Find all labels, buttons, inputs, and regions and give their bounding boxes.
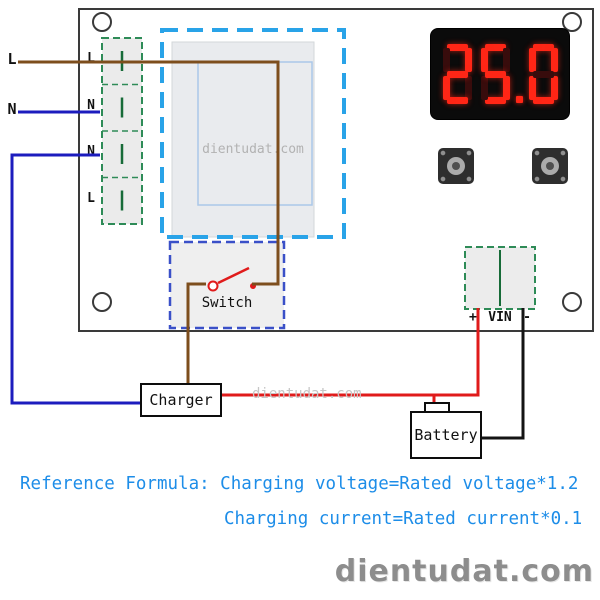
relay-watermark: dientudat.com (202, 142, 304, 157)
center-watermark: dientudat.com (252, 386, 362, 402)
terminal-label-n2: N (87, 144, 95, 159)
circuit-board: L N N L + VIN - Switch dientudat.com (78, 8, 594, 332)
charger-label: Charger (149, 391, 213, 409)
display-digit (480, 44, 510, 104)
button-plunger-icon (546, 162, 554, 170)
terminal-label-l1: L (87, 51, 95, 66)
push-button-right (532, 148, 568, 184)
battery-box: Battery (410, 411, 482, 459)
push-button-left (438, 148, 474, 184)
switch-dashed-box (168, 240, 286, 330)
formula-line-2: Charging current=Rated current*0.1 (224, 509, 583, 529)
vin-labels: + VIN - (465, 310, 535, 325)
mains-neutral-label: N (7, 100, 17, 118)
bottom-watermark: dientudat.com (334, 554, 594, 589)
button-plunger-icon (452, 162, 460, 170)
button-knob-icon (541, 157, 559, 175)
display-digit (528, 44, 558, 104)
display-decimal-point (515, 96, 523, 103)
vin-label: VIN (488, 310, 512, 325)
mains-live-label: L (7, 50, 17, 68)
vin-minus-label: - (523, 310, 531, 325)
vin-plus-label: + (469, 310, 477, 325)
battery-label: Battery (414, 426, 478, 444)
mounting-hole (562, 292, 582, 312)
button-knob-icon (447, 157, 465, 175)
switch-pivot-icon (207, 280, 219, 292)
terminal-label-n1: N (87, 97, 95, 113)
seven-segment-display (430, 28, 570, 120)
formula-line-1: Reference Formula: Charging voltage=Rate… (20, 474, 579, 494)
relay-body (171, 41, 315, 238)
mounting-hole (92, 292, 112, 312)
terminal-label-l2: L (87, 190, 95, 206)
mounting-hole (92, 12, 112, 32)
charger-box: Charger (140, 383, 222, 417)
display-digit (442, 44, 472, 104)
switch-contact-icon (250, 283, 256, 289)
mounting-hole (562, 12, 582, 32)
switch-label: Switch (201, 295, 253, 311)
